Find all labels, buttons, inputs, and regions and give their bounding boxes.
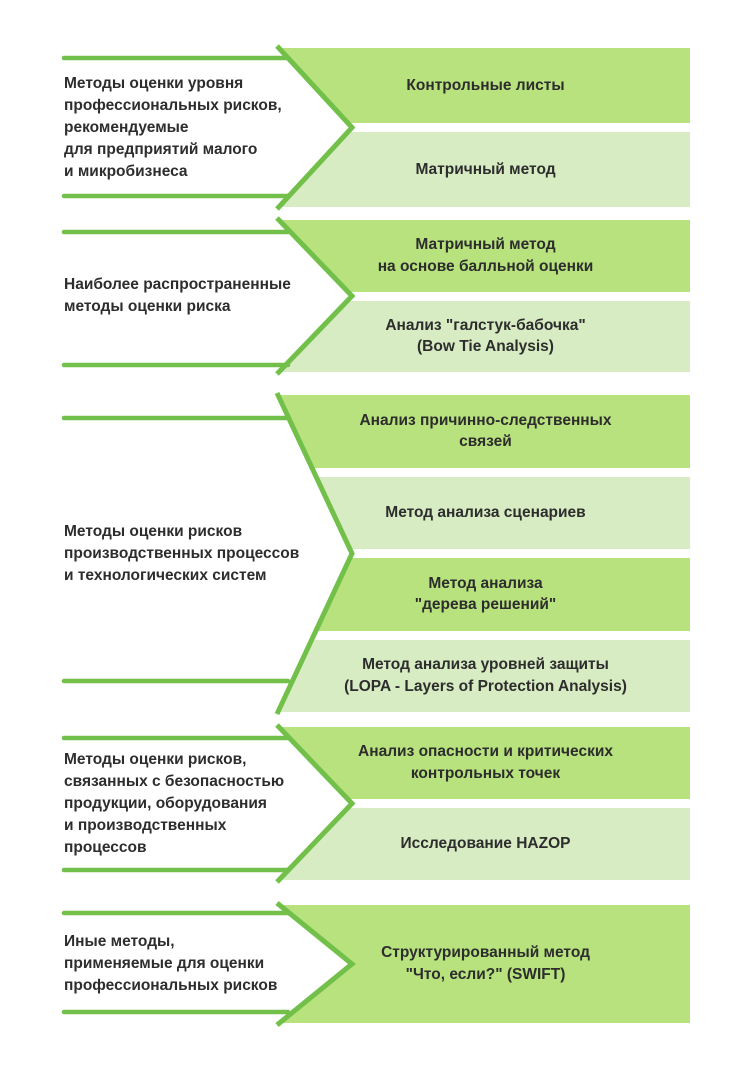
method-group-production-processes: Анализ причинно-следственных связей Мето… [0, 391, 750, 716]
group-label: Методы оценки уровня профессиональных ри… [64, 74, 282, 180]
method-box: Структурированный метод "Что, если?" (SW… [281, 905, 690, 1023]
method-box: Анализ "галстук-бабочка" (Bow Tie Analys… [281, 300, 690, 372]
method-box: Исследование HAZOP [281, 808, 690, 880]
group-label: Иные методы, применяемые для оценки проф… [64, 933, 278, 994]
group-label: Методы оценки рисков производственных пр… [64, 522, 300, 584]
method-group-product-safety: Анализ опасности и критических контрольн… [0, 723, 750, 884]
method-group-small-business: Контрольные листы Матричный метод Методы… [0, 44, 750, 211]
method-box: Метод анализа уровней защиты (LOPA - Lay… [281, 639, 690, 712]
method-box-column: Анализ причинно-следственных связей Мето… [281, 395, 690, 712]
method-box: Метод анализа сценариев [281, 476, 690, 549]
method-box-column: Матричный метод на основе балльной оценк… [281, 220, 690, 372]
method-box: Анализ причинно-следственных связей [281, 395, 690, 468]
method-box: Метод анализа "дерева решений" [281, 558, 690, 631]
group-label: Наиболее распространенные методы оценки … [64, 276, 291, 315]
method-box: Матричный метод на основе балльной оценк… [281, 220, 690, 292]
method-group-other: Структурированный метод "Что, если?" (SW… [0, 901, 750, 1027]
method-box-column: Анализ опасности и критических контрольн… [281, 727, 690, 880]
group-label: Методы оценки рисков, связанных с безопа… [64, 750, 285, 856]
method-box: Анализ опасности и критических контрольн… [281, 727, 690, 799]
method-box-column: Структурированный метод "Что, если?" (SW… [281, 905, 690, 1023]
method-box-column: Контрольные листы Матричный метод [281, 48, 690, 207]
method-group-most-common: Матричный метод на основе балльной оценк… [0, 216, 750, 376]
method-box: Матричный метод [281, 132, 690, 207]
method-box: Контрольные листы [281, 48, 690, 123]
